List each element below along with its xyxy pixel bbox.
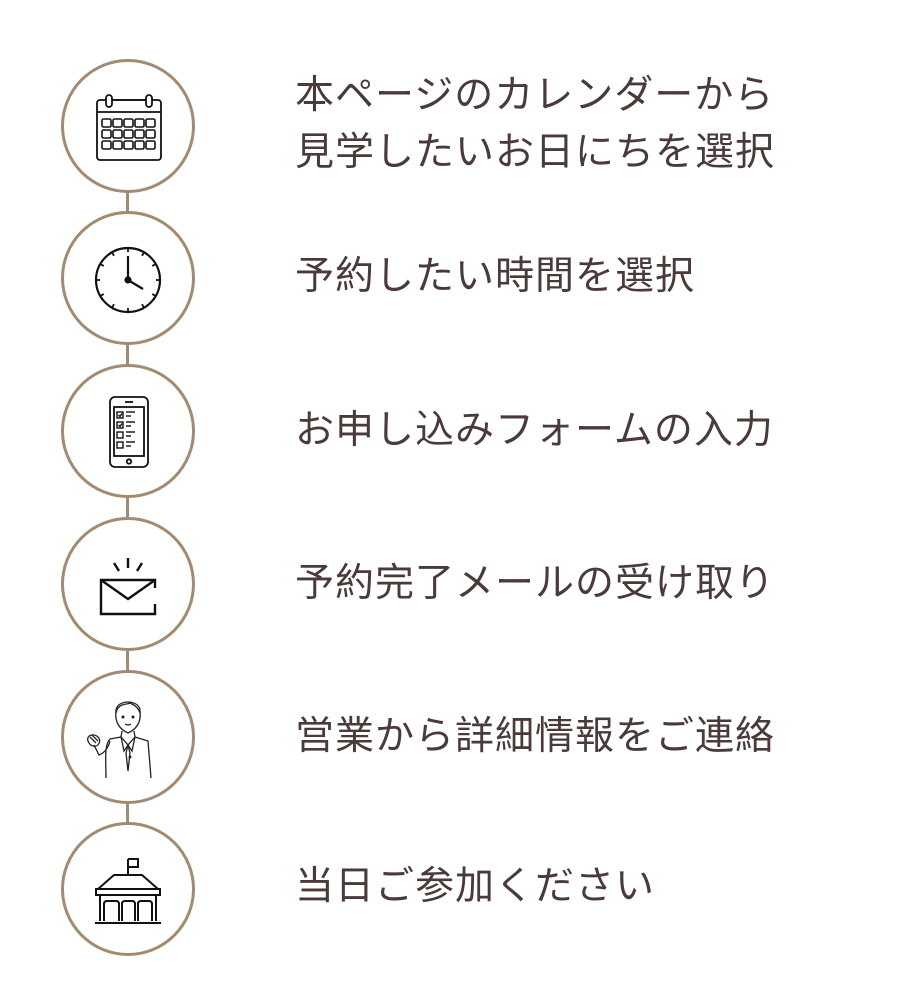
step-4: 予約完了メールの受け取り <box>0 517 899 651</box>
building-flag-icon <box>95 858 161 924</box>
step-icon-circle <box>61 822 195 956</box>
salesperson-icon <box>87 701 152 779</box>
step-label: お申し込みフォームの入力 <box>295 402 774 459</box>
step-5: 営業から詳細情報をご連絡 <box>0 670 899 804</box>
smartphone-form-icon <box>109 396 149 468</box>
step-label-line: 当日ご参加ください <box>295 864 656 909</box>
step-icon-circle <box>61 517 195 651</box>
step-label: 予約したい時間を選択 <box>295 248 695 305</box>
step-label-line: 予約完了メールの受け取り <box>295 561 776 606</box>
step-2: 予約したい時間を選択 <box>0 211 899 345</box>
mail-notification-icon <box>99 558 157 616</box>
step-label-line: 本ページのカレンダーから <box>295 73 775 118</box>
step-label: 予約完了メールの受け取り <box>295 555 775 612</box>
step-icon-circle <box>61 670 195 804</box>
step-icon-circle <box>61 59 195 193</box>
step-icon-circle <box>61 364 195 498</box>
step-label: 本ページのカレンダーから 見学したいお日にちを選択 <box>295 67 775 181</box>
step-label: 当日ご参加ください <box>295 858 655 915</box>
step-label: 営業から詳細情報をご連絡 <box>295 708 775 765</box>
step-label-line: 営業から詳細情報をご連絡 <box>295 714 776 759</box>
step-label-line: お申し込みフォームの入力 <box>295 408 774 453</box>
step-1: 本ページのカレンダーから 見学したいお日にちを選択 <box>0 59 899 193</box>
step-label-line: 予約したい時間を選択 <box>295 254 696 299</box>
step-label-line: 見学したいお日にちを選択 <box>295 130 776 175</box>
step-6: 当日ご参加ください <box>0 822 899 956</box>
connector-line <box>126 126 129 888</box>
step-3: お申し込みフォームの入力 <box>0 364 899 498</box>
calendar-icon <box>96 94 162 161</box>
clock-icon <box>94 246 162 314</box>
step-icon-circle <box>61 211 195 345</box>
